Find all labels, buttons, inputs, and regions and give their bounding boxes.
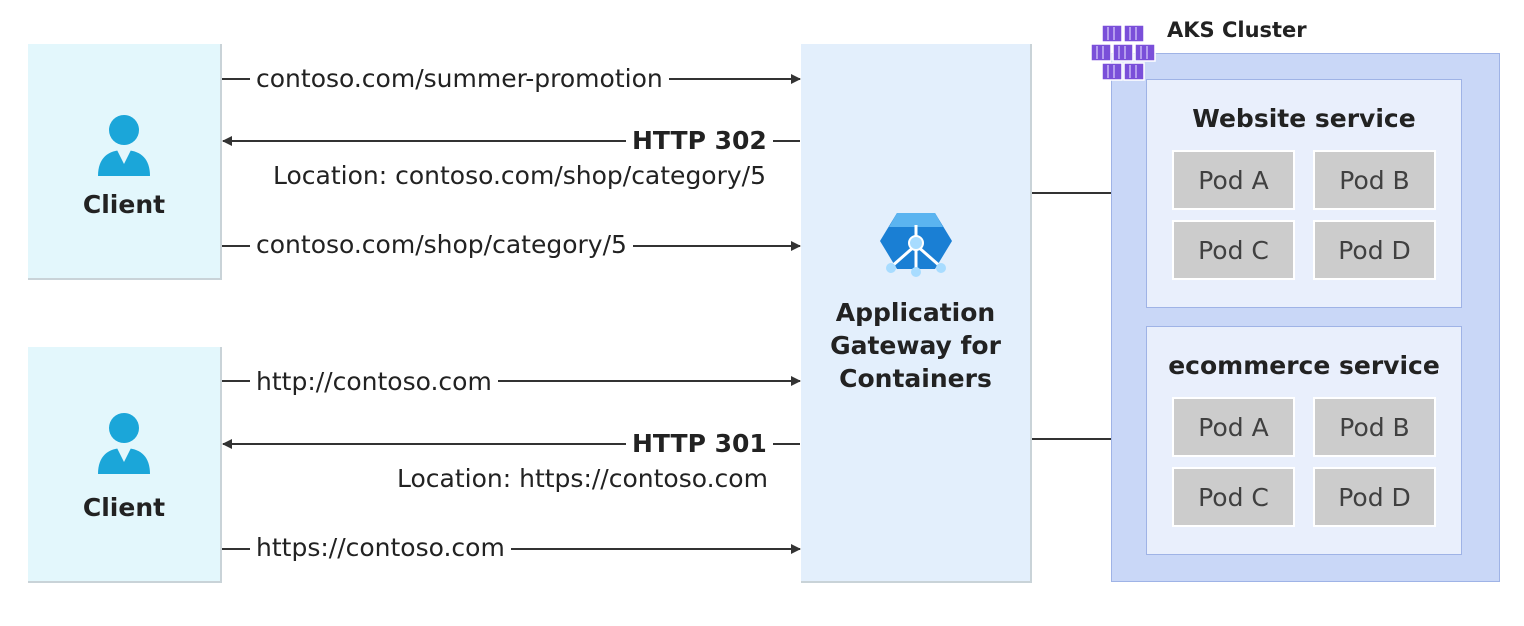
person-icon	[98, 413, 150, 474]
client-box-bottom: Client	[28, 347, 222, 583]
aks-cluster-title: AKS Cluster	[1167, 18, 1307, 42]
gateway-label-line1: Application	[835, 298, 996, 327]
pod-box: Pod D	[1313, 467, 1436, 527]
pod-box: Pod D	[1313, 220, 1436, 280]
pod-box: Pod A	[1172, 397, 1295, 457]
website-service-box: Website service Pod A Pod B Pod C Pod D	[1146, 79, 1462, 308]
pod-box: Pod C	[1172, 467, 1295, 527]
application-gateway-box: Application Gateway for Containers	[801, 44, 1032, 583]
client-label: Client	[82, 190, 166, 219]
bottom-response-status: HTTP 301	[626, 429, 773, 459]
top-response-status: HTTP 302	[626, 126, 773, 156]
pod-box: Pod C	[1172, 220, 1295, 280]
pod-box: Pod B	[1313, 397, 1436, 457]
person-icon	[98, 115, 150, 176]
top-response-location: Location: contoso.com/shop/category/5	[273, 161, 767, 190]
bottom-request2-label: https://contoso.com	[250, 533, 511, 563]
gateway-label: Application Gateway for Containers	[801, 296, 1030, 395]
client-box-top: Client	[28, 44, 222, 280]
top-request2-label: contoso.com/shop/category/5	[250, 230, 633, 260]
bottom-request1-label: http://contoso.com	[250, 367, 498, 397]
pod-box: Pod A	[1172, 150, 1295, 210]
bottom-response-location: Location: https://contoso.com	[397, 464, 768, 493]
client-label: Client	[82, 493, 166, 522]
ecommerce-service-box: ecommerce service Pod A Pod B Pod C Pod …	[1146, 326, 1462, 555]
application-gateway-icon	[880, 213, 952, 277]
top-request1-label: contoso.com/summer-promotion	[250, 64, 669, 94]
gateway-label-line2: Gateway for	[830, 331, 1001, 360]
service-title: Website service	[1192, 104, 1416, 133]
pod-box: Pod B	[1313, 150, 1436, 210]
gateway-label-line3: Containers	[839, 364, 992, 393]
kubernetes-cluster-icon	[1090, 24, 1156, 81]
service-title: ecommerce service	[1168, 351, 1440, 380]
